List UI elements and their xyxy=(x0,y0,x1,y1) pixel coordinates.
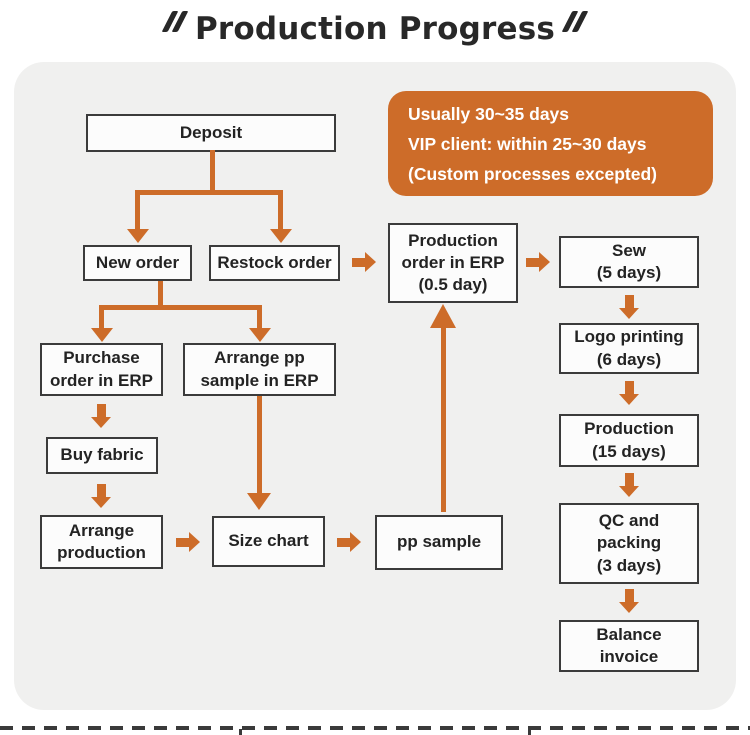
title-text: Production Progress xyxy=(194,11,556,47)
connector-new-order-right-drop xyxy=(257,305,262,331)
note-line: VIP client: within 25~30 days xyxy=(408,133,647,154)
connector-deposit-left-drop xyxy=(135,190,140,230)
arrowhead-to-new-order xyxy=(127,229,149,243)
open-quote-icon xyxy=(161,10,189,32)
divider-tick xyxy=(528,729,531,735)
arrowhead-to-arrange-pp-sample xyxy=(249,328,271,342)
arrow-purchase-to-buy-fabric xyxy=(91,404,111,428)
node-size-chart: Size chart xyxy=(212,516,325,567)
arrowhead-to-size-chart xyxy=(247,493,271,510)
node-arrange-pp-sample: Arrange pp sample in ERP xyxy=(183,343,336,396)
arrowhead-to-restock-order xyxy=(270,229,292,243)
connector-deposit-right-drop xyxy=(278,190,283,230)
arrowhead-to-purchase-order xyxy=(91,328,113,342)
node-new-order: New order xyxy=(83,245,192,281)
arrow-qc-packing-to-balance-invoice xyxy=(619,589,639,613)
divider-tick xyxy=(239,729,242,735)
node-purchase-order: Purchase order in ERP xyxy=(40,343,163,396)
connector-pp-sample-up-line xyxy=(441,327,446,512)
note-line: (Custom processes excepted) xyxy=(408,163,657,184)
close-quote-icon xyxy=(561,10,589,32)
bottom-dashed-divider xyxy=(0,726,750,730)
node-deposit: Deposit xyxy=(86,114,336,152)
connector-pp-sample-to-size-chart-line xyxy=(257,396,262,496)
connector-new-order-bar xyxy=(99,305,262,310)
arrow-buy-fabric-to-arrange-production xyxy=(91,484,111,508)
node-logo-printing: Logo printing (6 days) xyxy=(559,323,699,374)
lead-time-note: Usually 30~35 days VIP client: within 25… xyxy=(388,91,713,196)
arrow-sew-to-logo-printing xyxy=(619,295,639,319)
connector-new-order-left-drop xyxy=(99,305,104,331)
connector-deposit-stem xyxy=(210,150,215,195)
page-title: Production Progress xyxy=(0,0,750,58)
node-buy-fabric: Buy fabric xyxy=(46,437,158,474)
connector-deposit-bar xyxy=(135,190,283,195)
arrow-size-chart-to-pp-sample xyxy=(337,532,361,552)
node-restock-order: Restock order xyxy=(209,245,340,281)
note-line: Usually 30~35 days xyxy=(408,103,570,124)
arrow-production-to-qc-packing xyxy=(619,473,639,497)
node-qc-packing: QC and packing (3 days) xyxy=(559,503,699,584)
node-sew: Sew (5 days) xyxy=(559,236,699,288)
node-production-order: Production order in ERP (0.5 day) xyxy=(388,223,518,303)
arrow-logo-printing-to-production xyxy=(619,381,639,405)
arrow-restock-to-production-order xyxy=(352,252,376,272)
connector-new-order-stem xyxy=(158,281,163,310)
node-balance-invoice: Balance invoice xyxy=(559,620,699,672)
node-production: Production (15 days) xyxy=(559,414,699,467)
node-arrange-production: Arrange production xyxy=(40,515,163,569)
arrow-production-order-to-sew xyxy=(526,252,550,272)
arrowhead-to-production-order xyxy=(430,304,456,328)
node-pp-sample: pp sample xyxy=(375,515,503,570)
arrow-arrange-production-to-size-chart xyxy=(176,532,200,552)
